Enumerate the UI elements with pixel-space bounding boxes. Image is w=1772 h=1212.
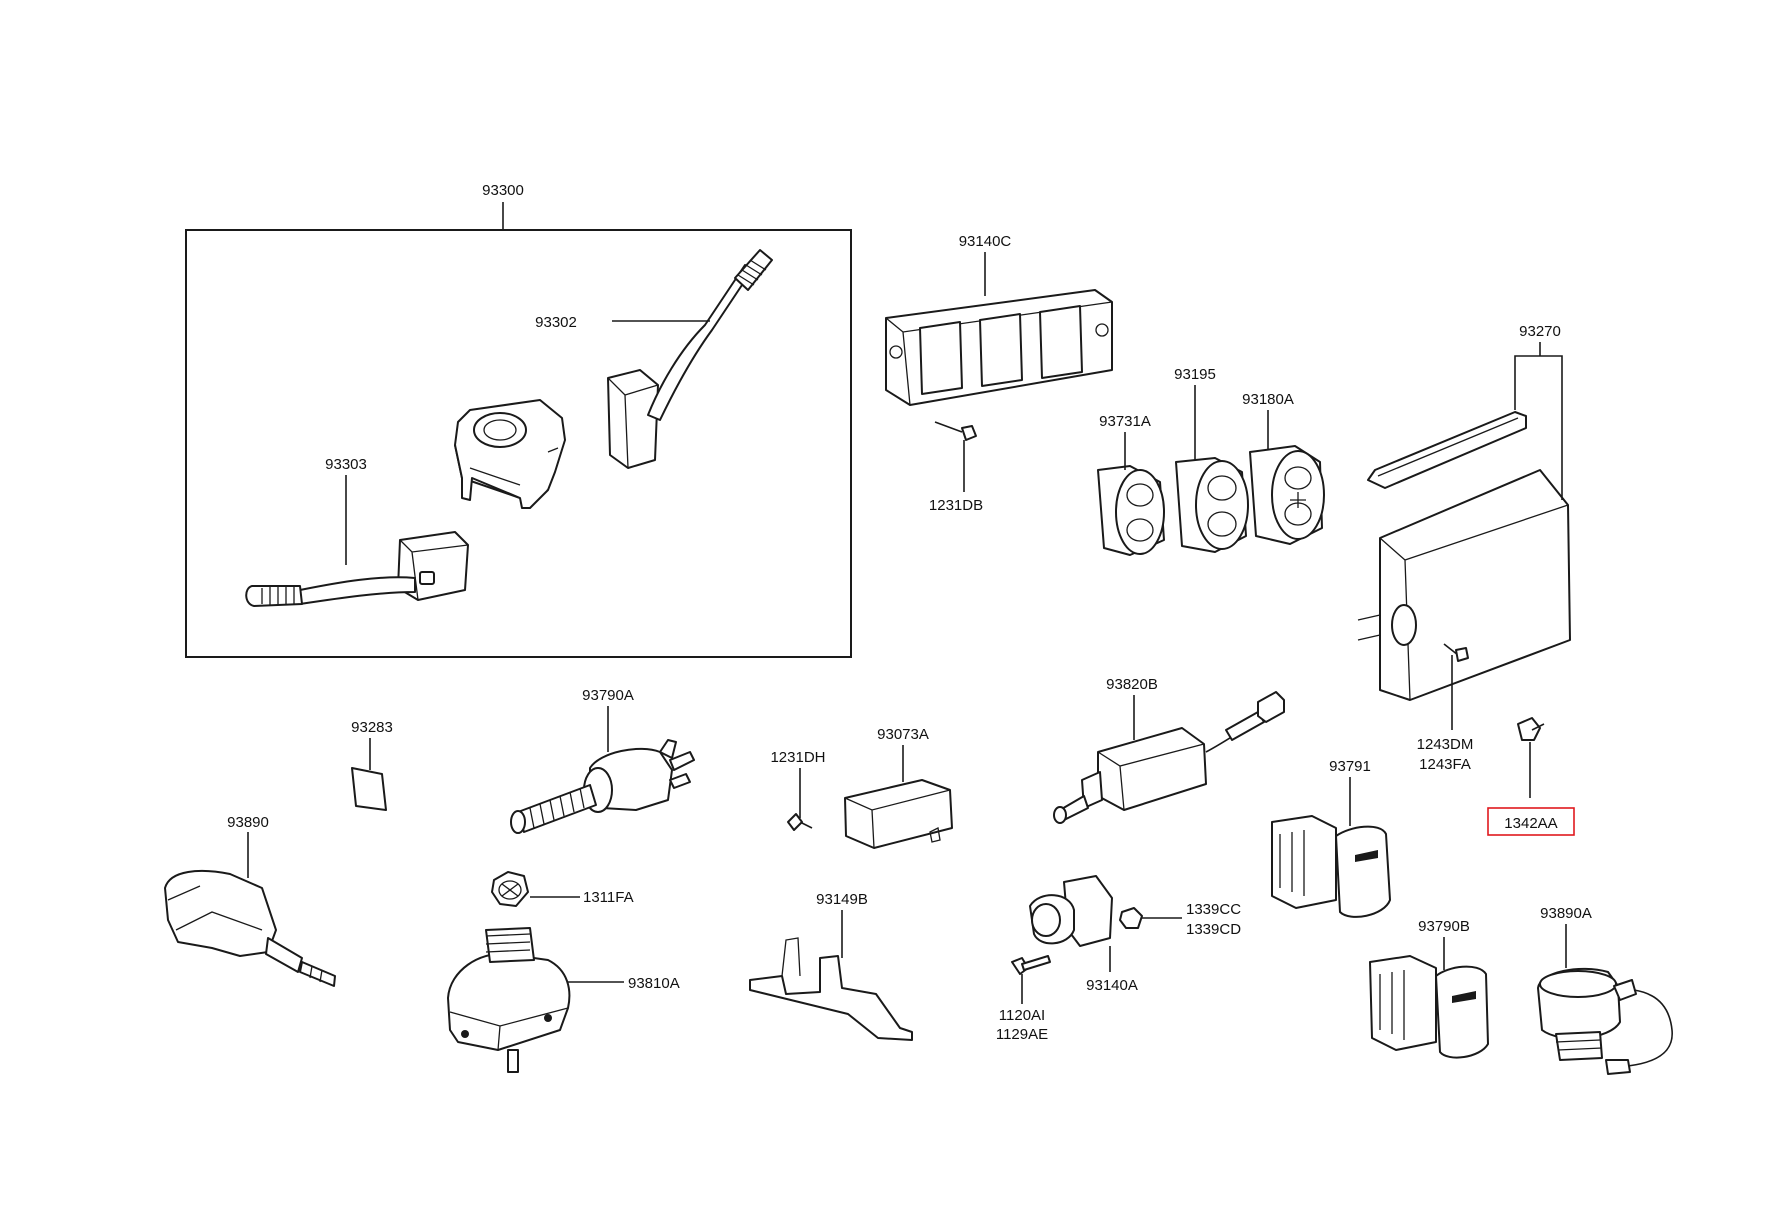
part-93302-wiper-lever[interactable]: [607, 249, 773, 469]
part-93283-label[interactable]: [351, 767, 387, 811]
label-1231DB[interactable]: 1231DB: [929, 497, 983, 514]
label-1243DM[interactable]: 1243DM: [1417, 736, 1474, 753]
part-93140C-switch-panel[interactable]: [885, 289, 1113, 406]
label-1339CD[interactable]: 1339CD: [1186, 921, 1241, 938]
label-93731A[interactable]: 93731A: [1099, 413, 1151, 430]
part-switch-body[interactable]: [454, 399, 566, 509]
part-93820B-actuator[interactable]: [1053, 691, 1285, 824]
label-1120AI[interactable]: 1120AI: [999, 1007, 1045, 1024]
part-1342AA-clip[interactable]: [1517, 717, 1545, 741]
part-1243DM-screw[interactable]: [1443, 643, 1469, 662]
label-1342AA[interactable]: 1342AA: [1504, 815, 1557, 832]
label-93890A[interactable]: 93890A: [1540, 905, 1592, 922]
label-93790B[interactable]: 93790B: [1418, 918, 1470, 935]
part-1231DH-screw[interactable]: [787, 813, 813, 831]
label-93283[interactable]: 93283: [351, 719, 393, 736]
label-93810A[interactable]: 93810A: [628, 975, 680, 992]
label-1311FA[interactable]: 1311FA: [583, 889, 634, 906]
label-93303[interactable]: 93303: [325, 456, 367, 473]
part-93790B-switch[interactable]: [1369, 955, 1489, 1059]
part-93073A-module[interactable]: [844, 779, 953, 849]
part-1231DB-screw[interactable]: [934, 421, 977, 441]
label-93890[interactable]: 93890: [227, 814, 269, 831]
label-93791[interactable]: 93791: [1329, 758, 1371, 775]
part-93790A-switch[interactable]: [510, 739, 695, 834]
highlight-box-1342AA: [1487, 807, 1575, 836]
part-1311FA-nut[interactable]: [491, 871, 529, 907]
part-1339CC-nut[interactable]: [1119, 907, 1143, 929]
label-93140C[interactable]: 93140C: [959, 233, 1012, 250]
part-93195-switch[interactable]: [1175, 457, 1249, 553]
part-93149B-bracket[interactable]: [749, 937, 913, 1041]
part-93791-switch[interactable]: [1271, 815, 1391, 918]
part-93270-control-box[interactable]: [1357, 411, 1571, 701]
part-93303-light-lever[interactable]: [245, 531, 469, 607]
part-93810A-switch[interactable]: [447, 927, 571, 1073]
label-93140A[interactable]: 93140A: [1086, 977, 1138, 994]
label-93073A[interactable]: 93073A: [877, 726, 929, 743]
label-1231DH[interactable]: 1231DH: [770, 749, 825, 766]
label-1339CC[interactable]: 1339CC: [1186, 901, 1241, 918]
label-1129AE[interactable]: 1129AE: [996, 1026, 1048, 1043]
part-93731A-switch[interactable]: [1097, 465, 1165, 556]
part-1120AI-bolt[interactable]: [1011, 955, 1051, 975]
label-93302[interactable]: 93302: [535, 314, 577, 331]
part-93890-sender[interactable]: [164, 869, 336, 987]
label-93790A[interactable]: 93790A: [582, 687, 634, 704]
label-93270[interactable]: 93270: [1519, 323, 1561, 340]
label-93180A[interactable]: 93180A: [1242, 391, 1294, 408]
label-93300[interactable]: 93300: [482, 182, 524, 199]
label-93195[interactable]: 93195: [1174, 366, 1216, 383]
part-93180A-switch[interactable]: [1249, 445, 1325, 545]
label-93149B[interactable]: 93149B: [816, 891, 868, 908]
part-93140A-socket[interactable]: [1029, 875, 1113, 947]
assembly-frame-93300: [185, 229, 852, 658]
label-1243FA[interactable]: 1243FA: [1419, 756, 1471, 773]
label-93820B[interactable]: 93820B: [1106, 676, 1158, 693]
part-93890A-sender[interactable]: [1537, 967, 1673, 1075]
part-group-93300: 93300 93302 93303: [185, 182, 852, 658]
